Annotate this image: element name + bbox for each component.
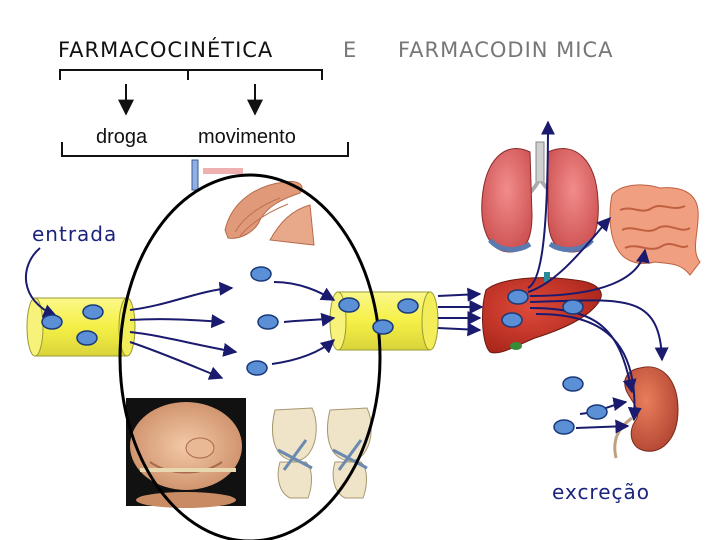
drug-molecule: [257, 314, 279, 330]
kidney-illustration: [613, 366, 679, 459]
title-connector: E: [343, 38, 358, 62]
adipose-person-illustration: [126, 398, 246, 508]
drug-molecule: [501, 312, 523, 328]
title-pharmacodynamics: FARMACODIN MICA: [398, 38, 614, 62]
distribution-ellipse: [118, 173, 382, 540]
muscle-illustration: [200, 164, 315, 248]
drug-molecule: [507, 289, 529, 305]
drug-molecule: [82, 304, 104, 320]
drug-molecule: [41, 314, 63, 330]
intestine-illustration: [609, 184, 701, 276]
down-indicator: [191, 159, 199, 191]
bracket-bottom: [61, 142, 349, 157]
drug-molecule: [372, 319, 394, 335]
drug-molecule: [397, 298, 419, 314]
drug-molecule: [562, 376, 584, 392]
liver-illustration: [482, 272, 602, 354]
drug-molecule: [562, 299, 584, 315]
knee-joints-illustration: [262, 404, 378, 500]
drug-molecules: [41, 266, 608, 435]
drug-molecule: [553, 419, 575, 435]
flow-arrows: [24, 120, 669, 434]
drug-molecule: [586, 404, 608, 420]
title-pharmacokinetics: FARMACOCINÉTICA: [58, 38, 274, 62]
label-movement: movimento: [198, 126, 296, 148]
drug-molecule: [246, 360, 268, 376]
drug-molecule: [250, 266, 272, 282]
bracket-top: [59, 69, 323, 80]
label-entry: entrada: [32, 222, 118, 246]
drug-molecule: [338, 297, 360, 313]
label-excretion: excreção: [552, 480, 651, 504]
label-drug: droga: [96, 126, 148, 148]
drug-molecule: [76, 330, 98, 346]
lungs-illustration: [481, 141, 599, 253]
